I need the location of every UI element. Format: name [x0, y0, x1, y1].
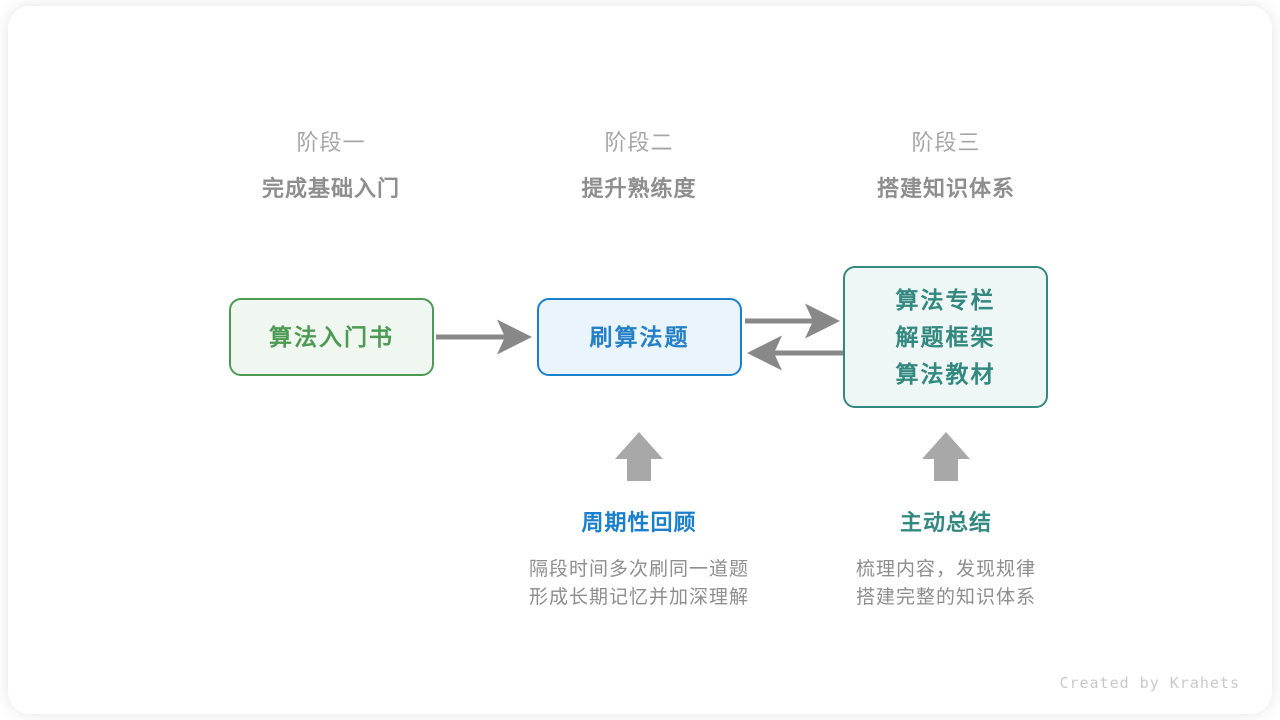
arrow-summary-up [922, 432, 970, 481]
node-label-line: 解题框架 [895, 323, 996, 350]
node-practice-problems[interactable]: 刷算法题 [537, 298, 742, 376]
arrow-review-up [615, 432, 663, 481]
stage-kicker: 阶段三 [911, 130, 981, 155]
note-body: 梳理内容，发现规律 搭建完整的知识体系 [796, 556, 1096, 612]
note-active-summary: 主动总结 梳理内容，发现规律 搭建完整的知识体系 [796, 508, 1096, 612]
note-body-line: 搭建完整的知识体系 [855, 587, 1036, 608]
note-body-line: 隔段时间多次刷同一道题 [528, 559, 749, 580]
stage-header-3: 阶段三 搭建知识体系 [816, 128, 1076, 204]
note-title: 主动总结 [899, 510, 992, 535]
stage-title: 搭建知识体系 [876, 176, 1015, 201]
note-body-line: 形成长期记忆并加深理解 [528, 587, 749, 608]
node-algorithm-intro-book[interactable]: 算法入门书 [229, 298, 434, 376]
stage-kicker: 阶段一 [296, 130, 366, 155]
node-label-line: 算法专栏 [895, 286, 996, 313]
node-label-line: 算法教材 [895, 360, 996, 387]
stage-title: 完成基础入门 [261, 176, 400, 201]
stage-title: 提升熟练度 [581, 176, 697, 201]
note-body-line: 梳理内容，发现规律 [855, 559, 1036, 580]
stage-kicker: 阶段二 [604, 130, 674, 155]
stage-header-2: 阶段二 提升熟练度 [509, 128, 769, 204]
credit-text: Created by Krahets [1059, 674, 1240, 692]
stage-header-1: 阶段一 完成基础入门 [201, 128, 461, 204]
node-label-line: 算法入门书 [269, 323, 394, 350]
node-label-line: 刷算法题 [589, 323, 690, 350]
node-knowledge-system[interactable]: 算法专栏 解题框架 算法教材 [843, 266, 1048, 408]
note-body: 隔段时间多次刷同一道题 形成长期记忆并加深理解 [489, 556, 789, 612]
note-periodic-review: 周期性回顾 隔段时间多次刷同一道题 形成长期记忆并加深理解 [489, 508, 789, 612]
note-title: 周期性回顾 [581, 510, 697, 535]
